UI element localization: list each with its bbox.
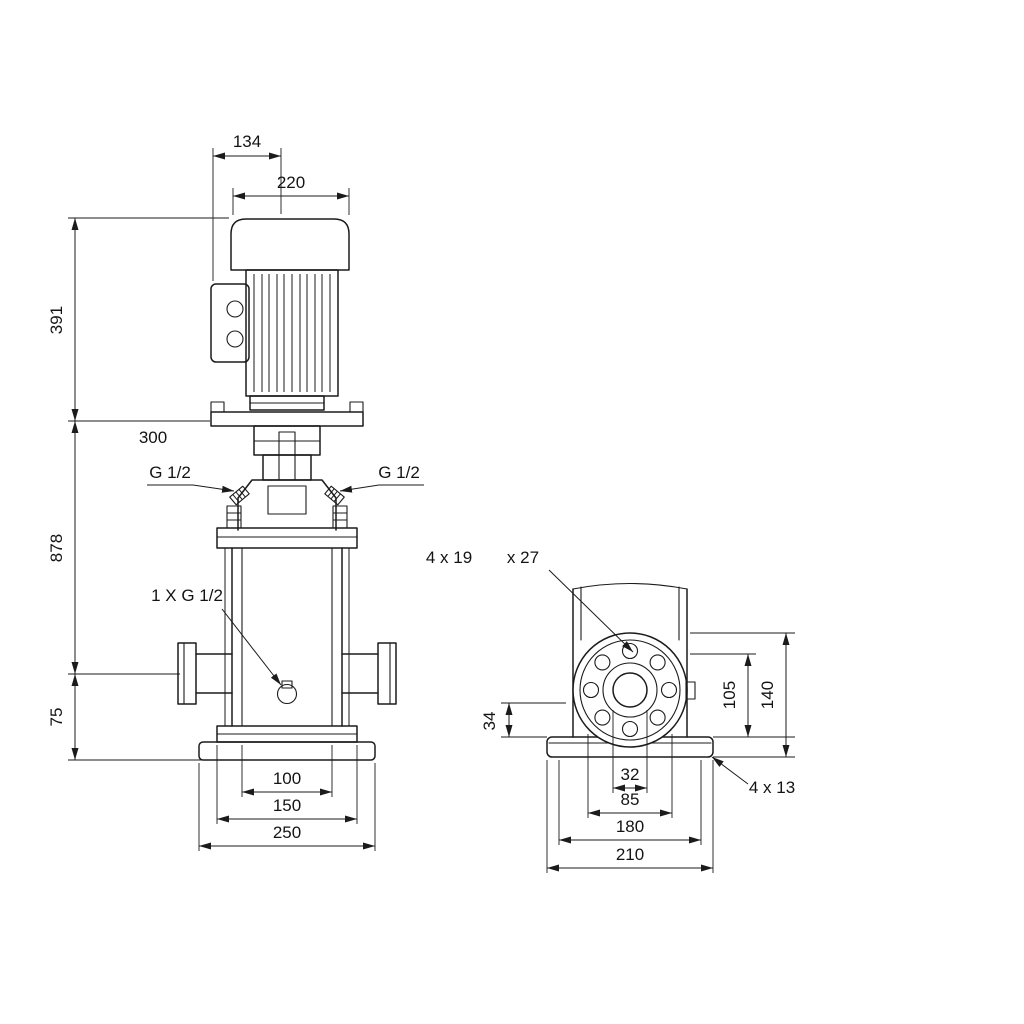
flange-face-circle — [579, 639, 681, 741]
pump-shaft — [278, 431, 296, 481]
dim-878-label: 878 — [47, 534, 66, 562]
gauge-tap — [685, 681, 696, 700]
bolt-hole — [582, 681, 600, 699]
vent-plug-left — [229, 485, 250, 506]
dim-391-label: 391 — [47, 306, 66, 334]
cable-entry-hole — [226, 300, 244, 318]
cooling-fins — [253, 274, 331, 392]
dim-75-label: 75 — [47, 708, 66, 727]
dim-34: 34 — [480, 702, 566, 738]
left-dimension-chain: 391 878 75 300 — [47, 217, 229, 761]
port-bore-circle — [612, 672, 648, 708]
bolt-hole — [594, 709, 611, 726]
dim-150-label: 150 — [273, 796, 301, 815]
terminal-box — [210, 283, 250, 363]
coupling-housing — [253, 425, 321, 481]
vent-plug-right — [324, 485, 345, 506]
cable-entry-hole — [226, 330, 244, 348]
pump-head — [226, 479, 348, 531]
dim-34-label: 34 — [480, 712, 499, 731]
drain-callout: 1 X G 1/2 — [151, 586, 282, 686]
port-flange-left — [177, 642, 233, 705]
plug-callout-left: G 1/2 — [147, 463, 235, 493]
flange-holes-label-a: 4 x 19 — [426, 548, 472, 567]
dim-300-label: 300 — [139, 428, 167, 447]
dim-134: 134 — [212, 132, 282, 281]
dim-134-label: 134 — [233, 132, 261, 151]
pump-base — [198, 725, 376, 761]
dim-250: 250 — [198, 763, 376, 851]
dim-220-label: 220 — [277, 173, 305, 192]
dim-32: 32 — [612, 710, 648, 793]
base-holes-label: 4 x 13 — [749, 778, 795, 797]
dim-100-label: 100 — [273, 769, 301, 788]
flange-hub-circle — [602, 662, 658, 718]
base-plate — [198, 741, 376, 761]
dim-150: 150 — [216, 745, 358, 824]
plug-left-label: G 1/2 — [149, 463, 191, 482]
bolt-hole — [649, 654, 666, 671]
dim-210-label: 210 — [616, 845, 644, 864]
bolt-hole — [660, 681, 678, 699]
bolt-hole — [649, 709, 666, 726]
dim-85-label: 85 — [621, 790, 640, 809]
staybolt-nut-right — [332, 505, 348, 529]
dim-250-label: 250 — [273, 823, 301, 842]
dim-210: 210 — [546, 760, 714, 873]
dim-100: 100 — [241, 745, 333, 797]
plug-callout-right: G 1/2 — [339, 463, 424, 493]
base-holes-callout: 4 x 13 — [711, 756, 795, 797]
bolt-hole — [621, 720, 639, 738]
dim-85: 85 — [587, 734, 673, 818]
leader-line — [339, 484, 424, 493]
leader-line — [221, 608, 282, 686]
dim-105: 105 — [690, 653, 795, 738]
leader-line — [711, 756, 749, 785]
sleeve-top-flange — [216, 527, 358, 549]
leader-line — [548, 569, 634, 653]
flange-holes-label-b: x 27 — [507, 548, 539, 567]
dim-220: 220 — [232, 173, 350, 215]
motor-stool — [210, 401, 364, 427]
port-flange-right — [341, 642, 397, 705]
drain-label: 1 X G 1/2 — [151, 586, 223, 605]
bolt-hole — [594, 654, 611, 671]
flange-bolt-holes — [582, 642, 678, 738]
dim-140: 140 — [690, 632, 795, 758]
staybolt-nut-left — [226, 505, 242, 529]
motor — [230, 218, 350, 411]
end-view-column — [572, 582, 688, 738]
plug-right-label: G 1/2 — [378, 463, 420, 482]
dim-180: 180 — [558, 760, 702, 845]
pump-sleeve — [224, 547, 350, 727]
leader-line — [147, 484, 235, 493]
front-view: 134 220 391 878 75 300 G 1/2 G 1/2 — [47, 132, 424, 851]
flange-holes-callout: 4 x 19 x 27 — [426, 548, 634, 653]
dim-32-label: 32 — [621, 765, 640, 784]
port-flange-circle — [572, 632, 696, 748]
dim-105-label: 105 — [720, 681, 739, 709]
drain-plug — [276, 680, 298, 705]
dim-180-label: 180 — [616, 817, 644, 836]
dim-140-label: 140 — [758, 681, 777, 709]
side-view: 4 x 19 x 27 34 105 140 32 — [426, 548, 795, 873]
